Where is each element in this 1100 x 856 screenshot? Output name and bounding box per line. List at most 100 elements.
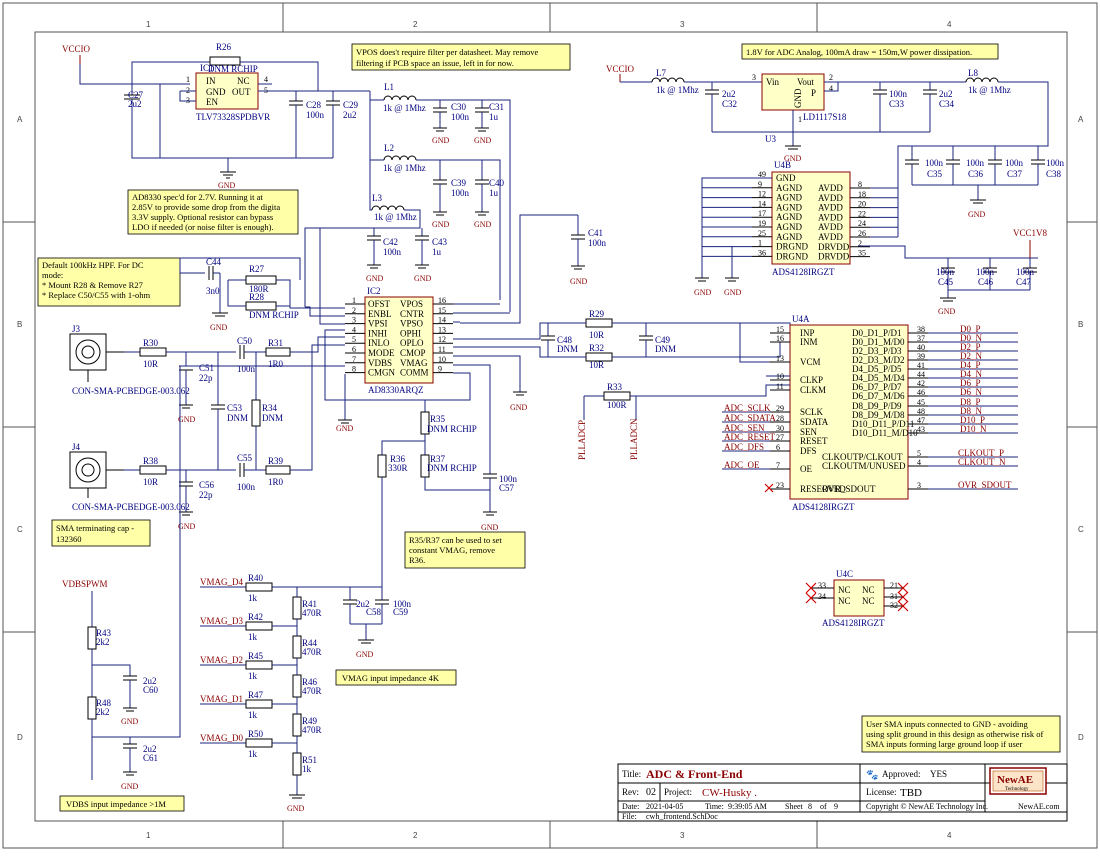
license-value: TBD — [900, 787, 922, 799]
note-r35-line1: R35/R37 can be used to set — [409, 535, 502, 545]
u4b-pin-right-7: DRVDD — [818, 252, 850, 262]
ic2-name: AD8330ARQZ — [368, 385, 424, 395]
c47-ref: C47 — [1016, 277, 1032, 287]
note-r35 — [404, 531, 526, 569]
u3-body — [761, 73, 825, 111]
c45-ref: C45 — [938, 277, 954, 287]
u4a-pin-left-8: RESET — [800, 436, 828, 446]
c50-ref: C50 — [237, 336, 253, 346]
sheet-label: Sheet — [785, 802, 804, 811]
c31-ref: C31 — [489, 102, 504, 112]
ic2-pin-right-4: OPLO — [400, 338, 424, 348]
vmag-series-value-4: 1k — [248, 749, 258, 759]
c51-ref: C51 — [199, 363, 214, 373]
ic2-pin-left-6: VDBS — [368, 358, 392, 368]
note-adc-analog-line1: 1.8V for ADC Analog, 100mA draw = 150m,W… — [746, 47, 972, 57]
vmag-shunt-ref-1: R44 — [302, 638, 318, 648]
col-label-3-bottom: 3 — [680, 831, 685, 840]
r43-ref: R43 — [96, 628, 112, 638]
u4b-num-right-1: 18 — [858, 190, 866, 199]
ic2-pin-right-7: COMM — [400, 368, 429, 378]
ic2-body — [364, 296, 434, 384]
u4a-num-left-10: 7 — [776, 461, 780, 470]
gnd-u3: GND — [784, 154, 802, 163]
u4a-num-left-6: 28 — [776, 414, 784, 423]
row-label-a-left: A — [17, 115, 23, 124]
ic2-pin-left-4: INLO — [368, 338, 390, 348]
u4b-num-right-7: 35 — [858, 249, 866, 258]
j4-ref: J4 — [72, 442, 81, 452]
ic2-num-left-4: 5 — [352, 335, 356, 344]
u3-num-4: 4 — [829, 84, 833, 93]
u4a-pin-right-9: D8_D9_M/D8 — [852, 410, 905, 420]
ic2-pin-right-5: CMOP — [400, 348, 426, 358]
row-label-d-left: D — [17, 733, 23, 742]
u4a-num-right-13: 4 — [917, 458, 921, 467]
u4a-pin-right-8: D8_D9_P/D9 — [852, 401, 902, 411]
dout-net-11: D10_N — [960, 424, 987, 434]
r38-ref: R38 — [143, 456, 159, 466]
vmag-shunt-resistor-4 — [292, 752, 302, 776]
ic1-num-4: 4 — [264, 75, 268, 84]
c49-ref: C49 — [655, 335, 671, 345]
u4b-pin-right-1: AVDD — [818, 193, 843, 203]
r30-ref: R30 — [143, 338, 159, 348]
c27-value: 2u2 — [128, 99, 142, 109]
u4a-ref: U4A — [792, 314, 810, 324]
u4a-num-left-11: 23 — [776, 481, 784, 490]
ic2-num-right-4: 12 — [438, 335, 446, 344]
r34-value: DNM — [262, 413, 283, 423]
vmag-series-value-2: 1k — [248, 671, 258, 681]
gnd-c41: GND — [570, 277, 588, 286]
l2-ref: L2 — [384, 143, 394, 153]
u4b-pin-right-5: AVDD — [818, 232, 843, 242]
u4b-pin-right-2: AVDD — [818, 203, 843, 213]
vmag-shunt-value-0: 470R — [302, 608, 322, 618]
c41-ref: C41 — [588, 228, 603, 238]
ic2-num-left-7: 8 — [352, 365, 356, 374]
u4a-num-right-11: 43 — [917, 425, 925, 434]
u4b-pin-right-0: AVDD — [818, 183, 843, 193]
u4b-pin-right-3: AVDD — [818, 212, 843, 222]
vccio-right-label: VCCIO — [606, 64, 635, 74]
pll-adcn-label: PLLADCN — [629, 418, 639, 460]
vmag-series-ref-3: R47 — [248, 690, 264, 700]
u4c-ref: U4C — [836, 569, 853, 579]
c44-ref: C44 — [206, 257, 222, 267]
u4b-pin-left-3: AGND — [776, 202, 802, 212]
l3-ref: L3 — [372, 193, 382, 203]
c37-value: 100n — [1005, 158, 1024, 168]
ic2-num-left-3: 4 — [352, 325, 356, 334]
r36-value: 330R — [388, 463, 408, 473]
u4a-pin-left-11: RESERVED — [800, 484, 846, 494]
note-ad8330-line1: AD8330 spec'd for 2.7V. Running it at — [132, 192, 263, 202]
u3-num-3: 3 — [752, 73, 756, 82]
u4c-pin-nc-4: NC — [862, 596, 875, 606]
u4b-pin-left-1: AGND — [776, 183, 802, 193]
u4a-body — [789, 324, 909, 500]
reserved-no-connect — [764, 483, 774, 493]
u4a-num-left-9: 6 — [776, 443, 780, 452]
vmag-shunt-resistor-0 — [292, 596, 302, 620]
ic2-pin-left-0: OFST — [368, 299, 391, 309]
r26-value: DNM RCHIP — [208, 64, 258, 74]
vmag-series-ref-4: R50 — [248, 729, 264, 739]
c40-ref: C40 — [489, 178, 505, 188]
sheet-value: 8 — [808, 802, 812, 811]
u4a-pin-right-7: D6_D7_M/D6 — [852, 391, 905, 401]
u4b-num-right-0: 8 — [858, 180, 862, 189]
u4b-num-left-0: 49 — [758, 170, 766, 179]
vmag-series-resistor-2 — [245, 660, 273, 670]
u4b-pin-left-8: DRGND — [776, 251, 809, 261]
u4b-num-left-7: 1 — [758, 239, 762, 248]
r48-ref: R48 — [96, 698, 112, 708]
c38-ref: C38 — [1046, 169, 1062, 179]
c42-value: 100n — [383, 247, 402, 257]
ic2-pin-right-2: VPSO — [400, 319, 424, 329]
adc-data-nets: D0_PD0_ND2_PD2_ND4_PD4_ND6_PD6_ND8_PD8_N… — [928, 324, 1018, 490]
u4a-num-right-8: 45 — [917, 398, 925, 407]
u3-pin-vout: Vout — [797, 77, 814, 87]
u4b-name: ADS4128IRGZT — [772, 267, 835, 277]
note-ad8330-line4: LDO if needed (or noise filter is enough… — [132, 222, 274, 232]
